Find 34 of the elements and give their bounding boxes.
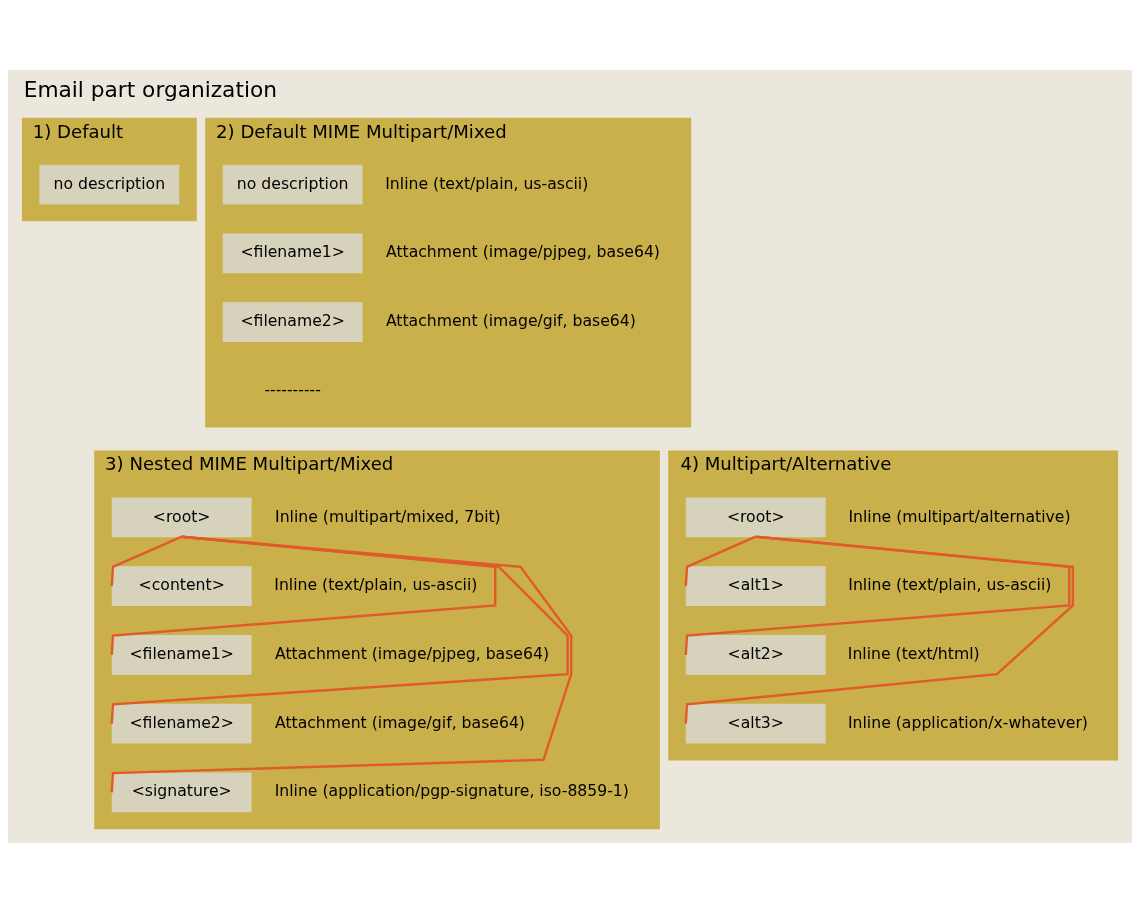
connector xyxy=(684,535,757,587)
node-label: Attachment (image/pjpeg, base64) xyxy=(275,643,550,663)
node-label: Inline (text/plain, us-ascii) xyxy=(848,575,1052,595)
connector xyxy=(110,535,573,793)
node-box: no description xyxy=(39,164,180,205)
node-label: Inline (text/plain, us-ascii) xyxy=(385,173,589,193)
node-box: <filename2> xyxy=(222,302,363,342)
node-box: <filename1> xyxy=(111,634,252,675)
node-box: <root> xyxy=(685,497,826,538)
node-label: Inline (application/x-whatever) xyxy=(847,712,1088,732)
node-box: <signature> xyxy=(111,772,252,813)
node-box: no description xyxy=(222,164,363,205)
node-box: <content> xyxy=(111,566,252,607)
node-label: Inline (text/html) xyxy=(847,643,980,663)
connector xyxy=(110,535,569,724)
diagram-title: Email part organization xyxy=(23,77,277,103)
node-box: <alt2> xyxy=(685,634,826,675)
connector xyxy=(110,535,497,655)
node-box: <filename2> xyxy=(111,703,252,744)
connector xyxy=(684,535,1075,724)
label: ---------- xyxy=(264,379,321,399)
node-label: Inline (application/pgp-signature, iso-8859-1) xyxy=(274,781,629,801)
node-label: Attachment (image/gif, base64) xyxy=(385,311,636,331)
connector xyxy=(684,535,1071,655)
node-label: Attachment (image/gif, base64) xyxy=(274,712,525,732)
node-label: Inline (multipart/mixed, 7bit) xyxy=(275,506,501,526)
node-box: <alt1> xyxy=(685,566,826,607)
node-box: <root> xyxy=(111,497,252,538)
node-box: <alt3> xyxy=(685,703,826,744)
node-label: Attachment (image/pjpeg, base64) xyxy=(385,242,660,262)
node-box: <filename1> xyxy=(222,233,363,274)
node-label: Inline (text/plain, us-ascii) xyxy=(274,575,478,595)
connector xyxy=(110,535,183,587)
node-label: Inline (multipart/alternative) xyxy=(848,506,1071,526)
